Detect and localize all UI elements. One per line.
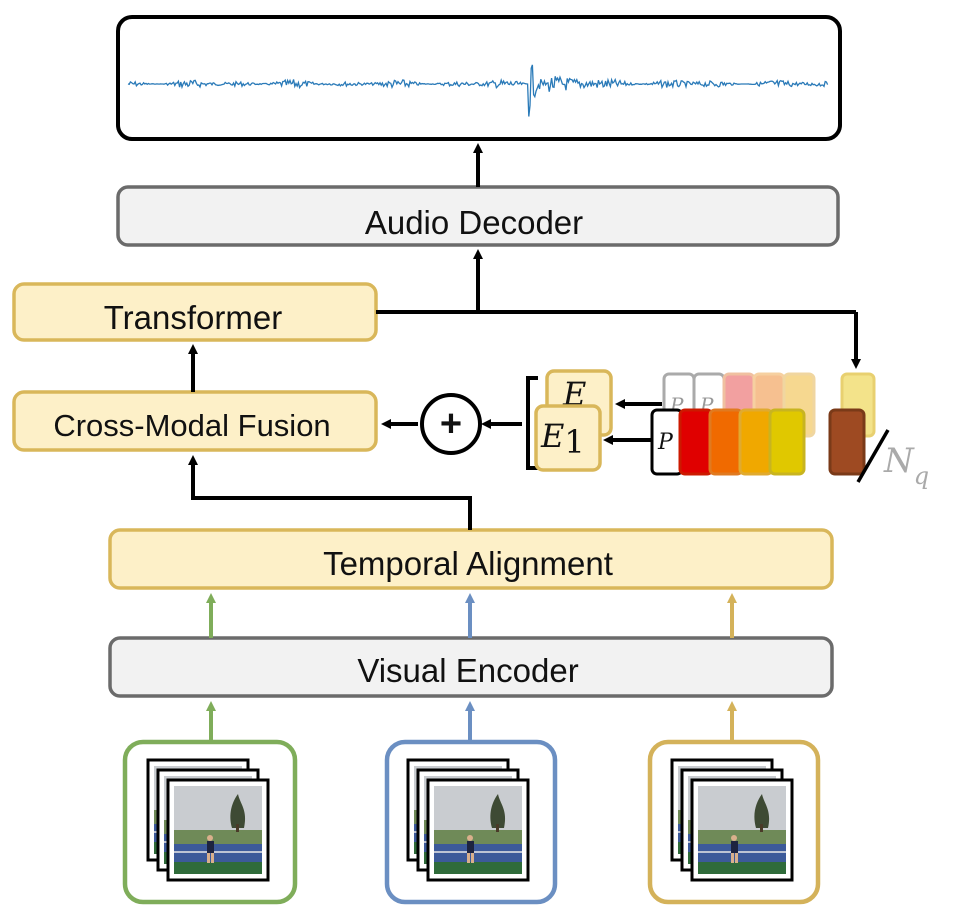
video-frames-gold-group <box>647 739 821 905</box>
front-code-p-label: P <box>657 430 674 455</box>
front-code-last <box>828 408 866 476</box>
front-code-2 <box>708 408 744 476</box>
sum-operator-circle <box>420 393 482 455</box>
alignment-to-fusion-arrow <box>188 455 472 530</box>
video-frames-blue-group <box>384 739 558 905</box>
sum-operator-symbol: + <box>440 403 462 445</box>
front-code-1 <box>678 408 714 476</box>
embedding-e1-label: E1 <box>540 417 585 461</box>
waveform-panel <box>116 15 842 141</box>
nq-label: Nq <box>883 441 929 490</box>
cross-modal-fusion-label: Cross-Modal Fusion <box>53 408 330 443</box>
embedding-bracket <box>526 376 538 470</box>
transformer-label: Transformer <box>104 299 282 336</box>
embedding-e1-box <box>534 404 602 472</box>
front-code-4 <box>768 408 806 476</box>
audio-waveform <box>127 64 829 117</box>
front-code-3 <box>738 408 774 476</box>
visual-encoder-label: Visual Encoder <box>357 652 578 689</box>
audio-decoder-label: Audio Decoder <box>365 204 583 241</box>
temporal-alignment-label: Temporal Alignment <box>323 545 613 582</box>
nq-slash <box>856 429 890 483</box>
video-frames-green-group <box>122 739 298 905</box>
